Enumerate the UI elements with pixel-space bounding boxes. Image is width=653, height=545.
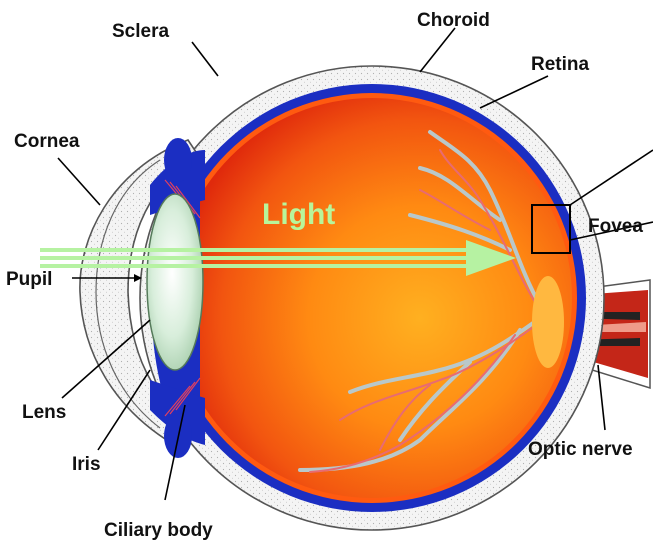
label-pupil: Pupil	[6, 269, 52, 290]
label-optic-nerve: Optic nerve	[528, 439, 633, 460]
label-choroid: Choroid	[417, 10, 490, 31]
label-retina: Retina	[531, 54, 590, 75]
label-sclera: Sclera	[112, 21, 169, 42]
lens-shape	[147, 194, 203, 370]
label-iris: Iris	[72, 454, 101, 475]
label-fovea: Fovea	[588, 216, 643, 237]
label-lens: Lens	[22, 402, 66, 423]
optic-disc	[532, 276, 564, 368]
label-ciliary-body: Ciliary body	[104, 520, 213, 541]
label-cornea: Cornea	[14, 131, 80, 152]
label-light: Light	[262, 198, 335, 231]
